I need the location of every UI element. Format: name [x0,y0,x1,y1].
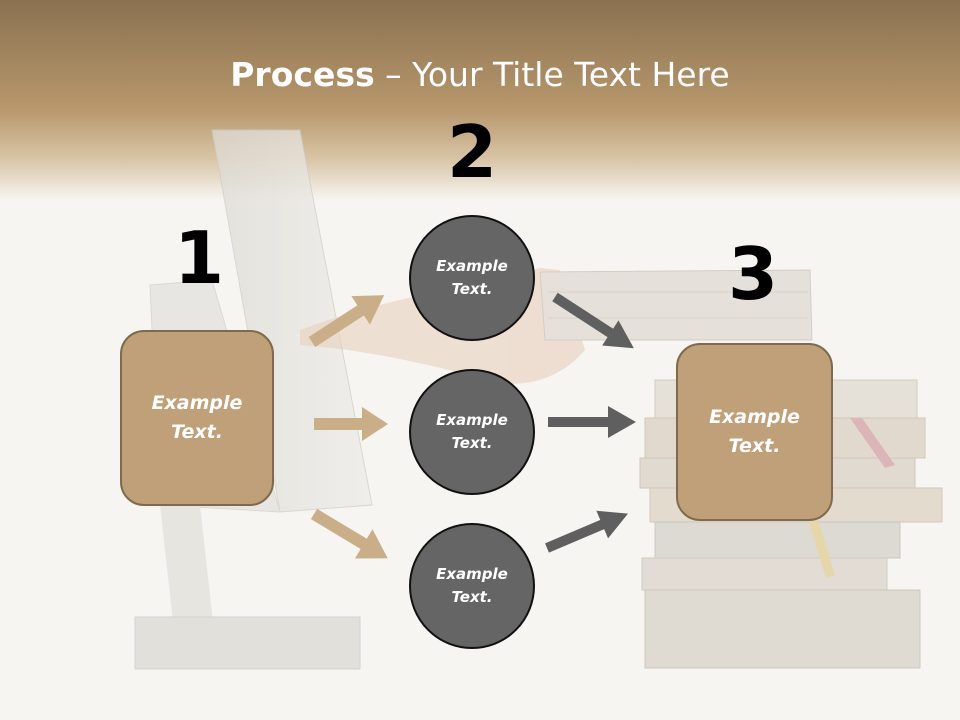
arrow-circle-1-to-right [552,292,634,349]
arrow-left-to-circle-3 [310,508,388,559]
step-number-2: 2 [446,110,498,194]
circle-2-line2: Text. [451,434,493,452]
slide-title: Process – Your Title Text Here [0,54,960,96]
step-number-3: 3 [727,232,779,316]
circle-2: Example Text. [409,369,535,495]
title-bold: Process [230,55,375,94]
header-band [0,0,960,200]
arrow-circle-3-to-right [545,510,629,553]
step-number-1: 1 [173,216,225,300]
left-text-line2: Text. [171,421,223,443]
circle-3-line1: Example [436,565,508,583]
arrow-left-to-circle-2 [314,407,388,441]
circle-1-line1: Example [436,257,508,275]
right-text-box: Example Text. [676,343,833,521]
title-rest: – Your Title Text Here [374,55,730,94]
arrow-left-to-circle-1 [308,295,385,348]
circle-3-line2: Text. [451,588,493,606]
arrow-circle-2-to-right [548,406,636,438]
circle-2-line1: Example [436,411,508,429]
circle-3: Example Text. [409,523,535,649]
circle-1-line2: Text. [451,280,493,298]
tan-arrows [308,295,388,559]
gray-arrows [545,292,636,553]
right-text-line2: Text. [728,435,781,457]
left-text-box: Example Text. [120,330,274,506]
left-text-line1: Example [151,392,243,414]
right-text-line1: Example [709,406,800,428]
circle-1: Example Text. [409,215,535,341]
